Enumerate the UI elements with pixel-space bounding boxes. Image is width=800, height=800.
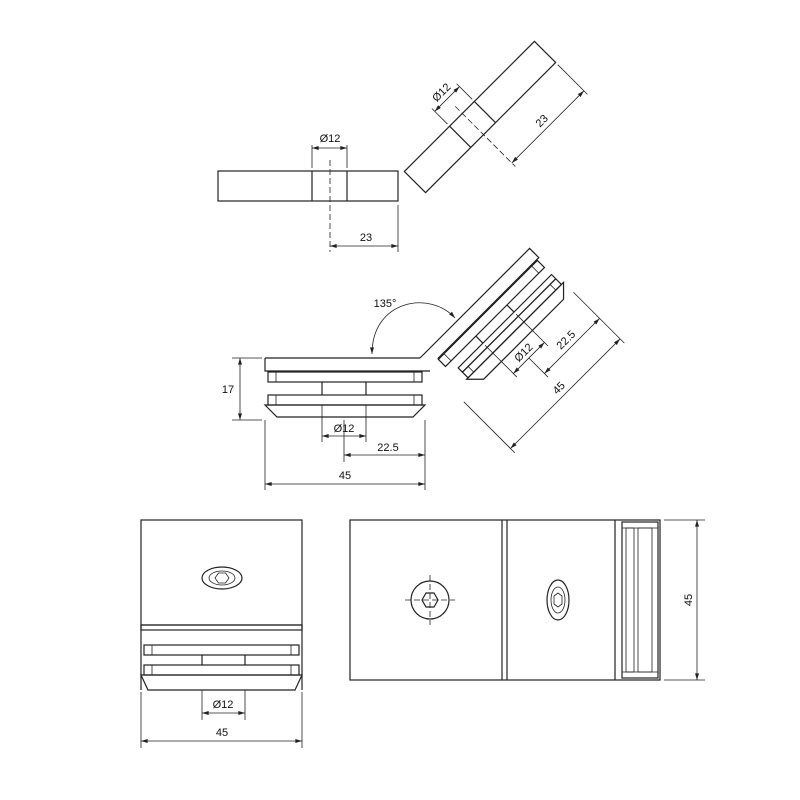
hole-label: Ø12 (213, 699, 234, 711)
top-flat-view: Ø12 23 (217, 133, 399, 252)
screw-icon (546, 579, 570, 621)
side-view: Ø12 22.5 45 135° 17 Ø12 22.5 45 (222, 247, 625, 490)
width-label: 45 (216, 727, 228, 739)
countersunk-screw-icon (405, 575, 455, 625)
height-label: 17 (222, 384, 234, 396)
angled-offset-label: 23 (534, 113, 551, 130)
angle-label: 135° (374, 298, 397, 310)
left-wing (263, 357, 430, 418)
offset-label: 22.5 (377, 442, 398, 454)
width-label: 45 (339, 470, 351, 482)
front-view: Ø12 45 (140, 519, 303, 748)
offset-label: 23 (360, 232, 372, 244)
angled-width-label: 45 (551, 380, 568, 397)
right-wing: Ø12 22.5 45 (419, 247, 625, 454)
plan-view: 45 (349, 519, 705, 681)
angled-offset-label: 22.5 (555, 329, 579, 353)
angled-hole-diameter-label: Ø12 (430, 81, 453, 104)
screw-icon (201, 566, 243, 590)
angle-arc (370, 302, 456, 355)
top-angled-view: Ø12 23 (403, 40, 588, 194)
height-label: 45 (683, 594, 695, 606)
hole-diameter-label: Ø12 (320, 133, 341, 145)
